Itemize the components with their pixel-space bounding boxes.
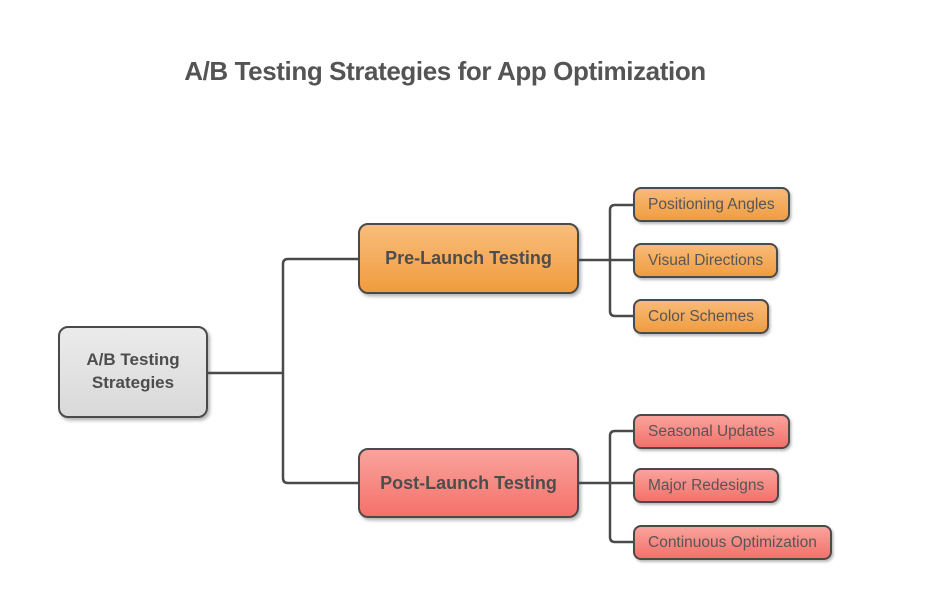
leaf-node-visual-directions: Visual Directions: [633, 243, 779, 278]
leaf-node-color-schemes: Color Schemes: [633, 299, 769, 334]
connector-pre-launch-to-leaf3: [608, 260, 633, 318]
diagram-title: A/B Testing Strategies for App Optimizat…: [184, 56, 706, 86]
root-node-ab-testing-strategies: A/B Testing Strategies: [58, 326, 208, 418]
connector-post-launch-to-leaf1: [608, 429, 633, 484]
connector-post-launch-to-leaf3: [608, 484, 633, 544]
branch-node-post-launch-testing: Post-Launch Testing: [358, 448, 579, 518]
leaf-node-continuous-optimization: Continuous Optimization: [633, 525, 832, 560]
connector-pre-launch-to-leaf1: [608, 203, 633, 260]
connector-root-to-pre-launch: [281, 257, 358, 373]
leaf-node-seasonal-updates: Seasonal Updates: [633, 414, 790, 449]
connector-root-to-post-launch: [281, 373, 358, 485]
leaf-node-major-redesigns: Major Redesigns: [633, 468, 780, 503]
leaf-node-positioning-angles: Positioning Angles: [633, 187, 790, 222]
branch-node-pre-launch-testing: Pre-Launch Testing: [358, 223, 579, 294]
